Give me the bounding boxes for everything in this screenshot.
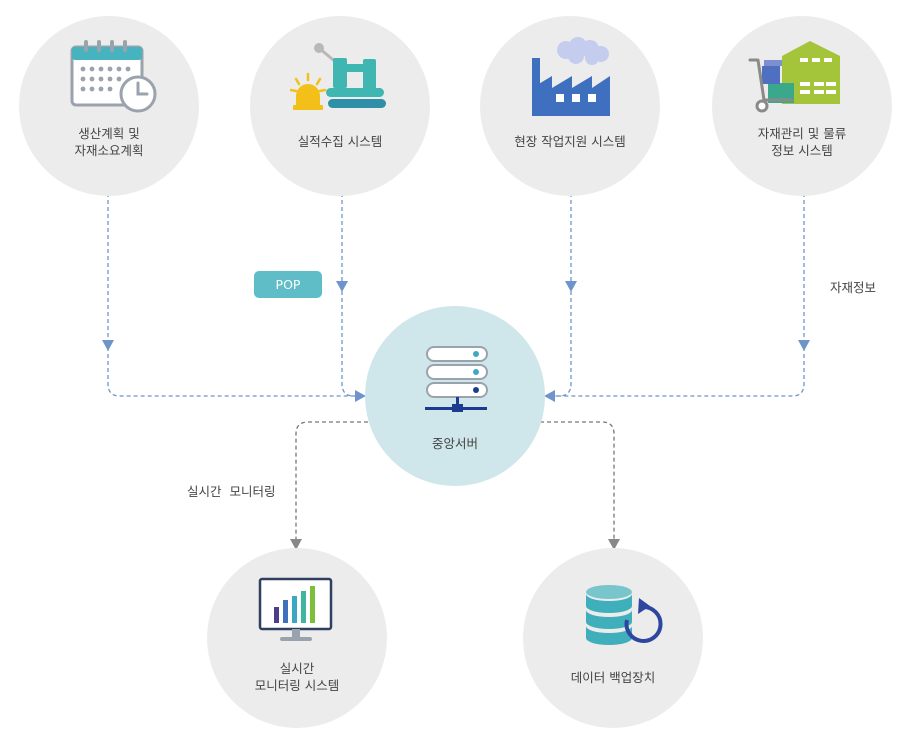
mes-label: 현장 작업지원 시스템 — [514, 134, 626, 149]
logistics-label-line2: 정보 시스템 — [771, 143, 833, 158]
production-planning-label-line2: 자재소요계획 — [74, 143, 144, 158]
monitor-bar-chart-icon — [258, 577, 333, 641]
connector-pop-to-server — [341, 186, 358, 397]
input-dots — [103, 180, 809, 190]
production-planning-label-line1: 생산계획 및 — [78, 126, 140, 141]
pop-badge: POP — [254, 271, 322, 298]
monitoring-label-line1: 실시간 — [279, 661, 315, 676]
robot-arm-alarm-icon — [290, 43, 386, 110]
pop-system-label: 실적수집 시스템 — [297, 134, 383, 149]
logistics-label: 자재관리 및 물류 정보 시스템 — [712, 125, 892, 159]
server-rack-icon — [425, 346, 488, 412]
calendar-clock-icon — [70, 40, 157, 113]
material-info-annotation: 자재정보 — [830, 280, 877, 295]
connector-server-to-backup — [540, 421, 615, 540]
connector-server-to-monitoring — [295, 421, 368, 540]
input-connectors — [107, 186, 805, 397]
backup-label: 데이터 백업장치 — [570, 670, 656, 685]
monitoring-label: 실시간 모니터링 시스템 — [207, 660, 387, 694]
realtime-monitoring-annotation: 실시간 모니터링 — [187, 484, 276, 499]
warehouse-cart-icon — [748, 41, 840, 113]
database-sync-icon — [586, 585, 663, 645]
output-connectors — [295, 421, 615, 540]
production-planning-label: 생산계획 및 자재소요계획 — [19, 125, 199, 159]
connector-mes-to-server — [552, 186, 572, 397]
input-arrowheads — [102, 281, 810, 402]
output-arrowheads — [290, 539, 620, 550]
server-label: 중앙서버 — [431, 436, 478, 451]
connector-logistics-to-server — [552, 186, 805, 397]
monitoring-label-line2: 모니터링 시스템 — [254, 678, 340, 693]
factory-icon — [532, 37, 610, 116]
logistics-label-line1: 자재관리 및 물류 — [757, 126, 847, 141]
connector-planning-to-server — [107, 186, 358, 397]
